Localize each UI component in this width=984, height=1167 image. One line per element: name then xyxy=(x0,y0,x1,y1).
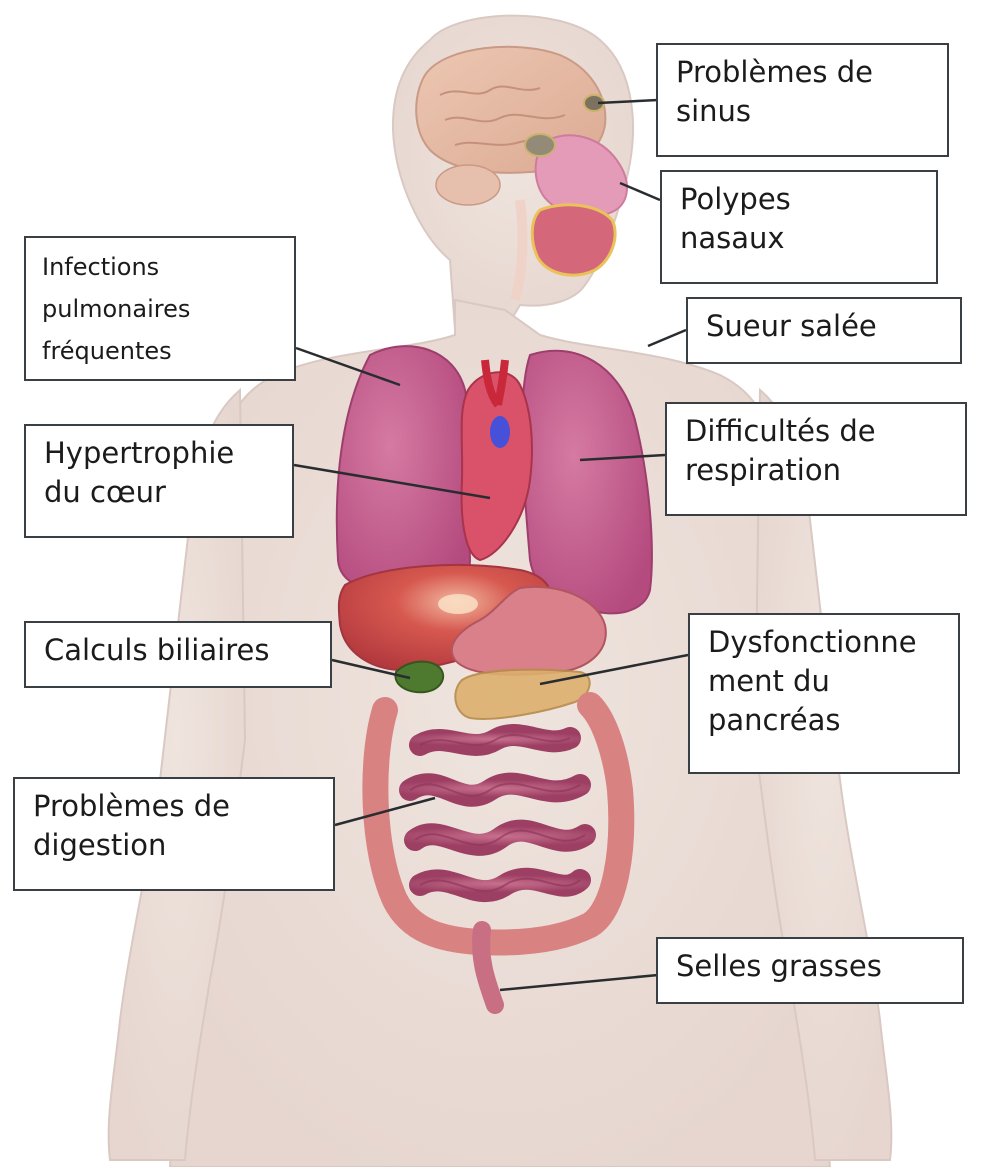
label-breathing-difficulties: Difficultés de respiration xyxy=(665,402,967,516)
vena-cava xyxy=(490,416,510,448)
sinus-cavity-lower xyxy=(525,134,555,156)
label-gallstones: Calculs biliaires xyxy=(24,621,332,688)
liver-highlight xyxy=(438,594,478,614)
label-pancreas-dysfunction: Dysfonctionne ment du pancréas xyxy=(688,613,960,774)
label-heart-hypertrophy: Hypertrophie du cœur xyxy=(24,424,294,538)
label-fatty-stools: Selles grasses xyxy=(656,937,964,1004)
label-nasal-polyps: Polypes nasaux xyxy=(660,170,938,284)
label-lung-infections: Infections pulmonaires fréquentes xyxy=(24,236,296,381)
label-sinus-problems: Problèmes de sinus xyxy=(656,43,949,157)
label-salty-sweat: Sueur salée xyxy=(686,297,962,364)
label-digestion-problems: Problèmes de digestion xyxy=(13,777,335,891)
left-lung xyxy=(337,346,470,596)
cerebellum xyxy=(436,165,500,205)
mouth-cavity xyxy=(532,205,615,275)
